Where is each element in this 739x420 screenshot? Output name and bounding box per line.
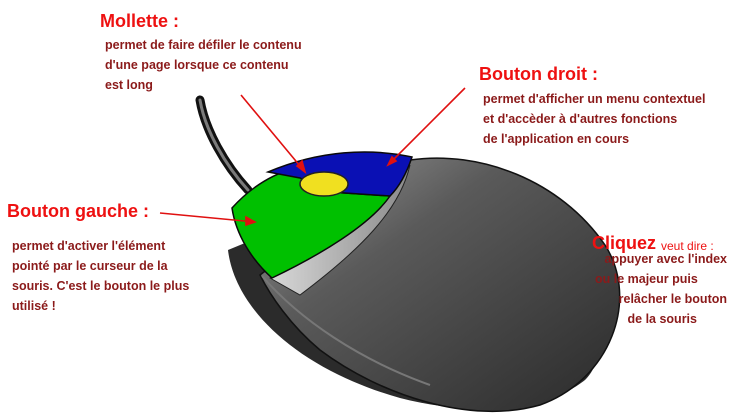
bouton-gauche-line-4: utilisé ! <box>12 299 56 313</box>
cliquez-line-4: de la souris <box>627 312 697 326</box>
mouse-cable <box>195 95 253 195</box>
bouton-droit-line-2: et d'accèder à d'autres fonctions <box>483 112 678 126</box>
bouton-droit-line-3: de l'application en cours <box>483 132 630 146</box>
bouton-droit-line-1: permet d'afficher un menu contextuel <box>483 92 706 106</box>
bouton-droit-title: Bouton droit : <box>479 64 598 84</box>
mollette-line-2: d'une page lorsque ce contenu <box>105 58 289 72</box>
bouton-gauche-title: Bouton gauche : <box>7 201 149 221</box>
arrow-bouton-gauche <box>159 212 256 223</box>
bouton-droit-description: permet d'afficher un menu contextuel et … <box>483 89 705 149</box>
arrow-mollette <box>240 94 306 173</box>
cliquez-line-3: relâcher le bouton <box>618 292 727 306</box>
bouton-gauche-description: permet d'activer l'élément pointé par le… <box>12 236 189 316</box>
cliquez-title: Cliquez <box>592 233 657 253</box>
mollette-line-3: est long <box>105 78 153 92</box>
cliquez-line-2: ou le majeur puis <box>595 272 698 286</box>
bouton-gauche-line-2: pointé par le curseur de la <box>12 259 168 273</box>
mollette-title: Mollette : <box>100 11 179 31</box>
scroll-wheel <box>299 171 349 197</box>
arrow-bouton-droit <box>387 87 466 166</box>
right-button-area <box>265 151 413 197</box>
left-button-area <box>231 167 392 279</box>
cliquez-description: appuyer avec l'index ou le majeur puis r… <box>595 249 727 329</box>
cliquez-suffix: veut dire : <box>661 239 714 253</box>
mollette-description: permet de faire défiler le contenu d'une… <box>105 35 302 95</box>
bouton-gauche-line-1: permet d'activer l'élément <box>12 239 166 253</box>
bouton-gauche-line-3: souris. C'est le bouton le plus <box>12 279 190 293</box>
mollette-line-1: permet de faire défiler le contenu <box>105 38 302 52</box>
cliquez-line-1: appuyer avec l'index <box>604 252 727 266</box>
